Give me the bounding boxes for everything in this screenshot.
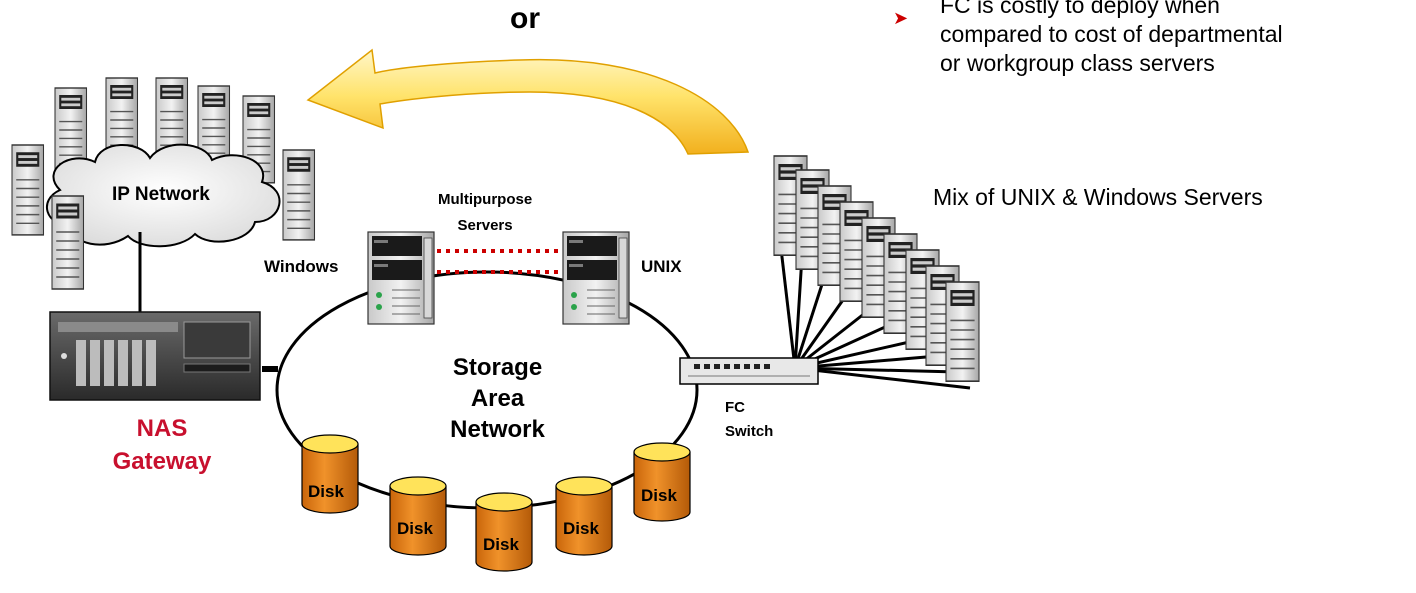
disk-label: Disk: [308, 482, 344, 501]
disk-label: Disk: [397, 519, 433, 538]
windows-label: Windows: [264, 257, 339, 276]
fc-switch-label: FC Switch: [725, 396, 773, 444]
server-tower-icon: [11, 144, 45, 236]
bullet-arrow-icon: ➤: [893, 8, 909, 28]
server-mix-label: Mix of UNIX & Windows Servers: [933, 184, 1263, 210]
disk-label: Disk: [641, 486, 677, 505]
disk-label: Disk: [483, 535, 519, 554]
bullet-line: or workgroup class servers: [940, 50, 1215, 76]
multipurpose-servers-label: Multipurpose Servers: [438, 187, 532, 239]
bullet-line: compared to cost of departmental: [940, 21, 1283, 47]
fc-switch-device: [679, 357, 819, 385]
nas-line: NAS: [136, 415, 188, 442]
disk-label: Disk: [563, 519, 599, 538]
san-line: Network: [450, 416, 545, 443]
fc-line: FC: [725, 399, 745, 416]
fc-fanout-lines: [778, 239, 971, 390]
disk-cylinder-icon: [633, 442, 691, 522]
disk-cylinder-icon: [475, 492, 533, 572]
ip-network-label: IP Network: [112, 184, 210, 205]
migration-arrow: [306, 48, 750, 155]
unix-server-icon: [562, 231, 630, 325]
server-tower-icon: [51, 195, 85, 290]
nas-gateway-device: [49, 311, 278, 401]
server-tower-icon: [282, 149, 316, 241]
nas-gateway-label: NAS Gateway: [92, 412, 232, 478]
bullet-line: FC is costly to deploy when: [940, 0, 1220, 18]
san-line: Area: [470, 385, 525, 412]
bullet-text: FC is costly to deploy when compared to …: [940, 0, 1283, 78]
multipurpose-line: Multipurpose: [438, 191, 533, 208]
ip-network-cloud: [46, 143, 281, 248]
unix-label: UNIX: [641, 257, 682, 276]
or-label: or: [510, 2, 540, 35]
san-label: Storage Area Network: [430, 352, 565, 445]
disk-cylinder-icon: [389, 476, 447, 556]
windows-server-icon: [367, 231, 435, 325]
ip-network-cluster: [11, 77, 316, 312]
disk-cylinder-icon: [555, 476, 613, 556]
multipurpose-line: Servers: [457, 217, 513, 234]
nas-line: Gateway: [112, 448, 212, 475]
san-line: Storage: [452, 354, 543, 381]
server-tower-icon: [945, 281, 980, 383]
fc-line: Switch: [725, 423, 774, 440]
